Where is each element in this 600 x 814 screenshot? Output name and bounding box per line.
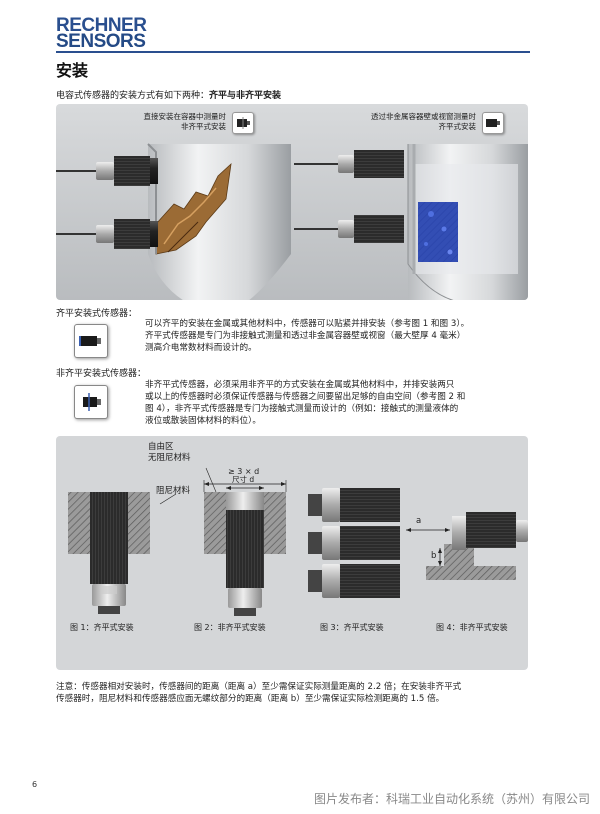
nonflush-line1: 非齐平式传感器，必须采用非齐平的方式安装在金属或其他材料中，并排安装两只 [145, 380, 455, 390]
left-caption-line1: 直接安装在容器中测量时 [143, 112, 227, 121]
fig3-drawing [308, 488, 400, 598]
company-logo: RECHNER SENSORS [56, 15, 147, 52]
nonflush-line3: 图 4），非齐平式传感器是专门为接触式测量而设计的（例如：接触式的测量液体的 [145, 404, 459, 414]
damping-material-label: 阻尼材料 [156, 486, 191, 496]
note-line2: 传感器时，阻尼材料和传感器感应面无螺纹部分的距离（距离 b）至少需保证实际检测距… [56, 694, 445, 704]
nonflush-description: 非齐平式传感器，必须采用非齐平的方式安装在金属或其他材料中，并排安装两只 或以上… [145, 379, 535, 427]
right-caption-line2: 齐平式安装 [438, 122, 477, 131]
flush-sensor-icon [482, 112, 504, 134]
dim-a-label: a [416, 516, 422, 526]
flush-description: 可以齐平的安装在金属或其他材料中，传感器可以贴紧并排安装（参考图 1 和图 3）… [145, 318, 535, 354]
flush-line3: 测高介电常数材料而设计的。 [145, 343, 257, 353]
nonflush-line4: 液位或散装固体材料的料位）。 [145, 416, 262, 426]
non-flush-sensor-icon [74, 385, 108, 419]
fig4-caption: 图 4：非齐平式安装 [436, 623, 508, 632]
flush-line2: 齐平式传感器是专门为非接触式测量和透过非金属容器壁或视窗（最大壁厚 4 毫米） [145, 331, 466, 341]
fig1-drawing [68, 492, 150, 614]
flush-line1: 可以齐平的安装在金属或其他材料中，传感器可以贴紧并排安装（参考图 1 和图 3）… [145, 319, 470, 329]
right-sensor-lower [294, 215, 404, 243]
left-sensor-upper [56, 156, 158, 186]
left-sensor-lower [56, 219, 158, 249]
fig1-caption: 图 1：齐平式安装 [70, 623, 134, 632]
mounting-diagrams: 自由区 无阻尼材料 阻尼材料 ≥ 3 × d 尺寸 d a b 图 1：齐平式安… [56, 436, 528, 670]
publisher-watermark: 图片发布者：科瑞工业自动化系统（苏州）有限公司 [313, 792, 590, 806]
logo-line-1: RECHNER [56, 15, 147, 36]
dim-d-label: 尺寸 d [232, 475, 255, 484]
intro-text-main: 电容式传感器的安装方式有如下两种： [56, 91, 210, 101]
installation-note: 注意：传感器相对安装时，传感器间的距离（距离 a）至少需保证实际测量距离的 2.… [56, 681, 534, 705]
left-tank [147, 143, 291, 300]
left-caption: 直接安装在容器中测量时 非齐平式安装 [126, 112, 227, 132]
fig2-drawing [159, 467, 287, 616]
right-sensor-upper [294, 150, 404, 178]
nonflush-line2: 或以上的传感器时必须保证传感器与传感器之间要留出足够的自由空间（参考图 2 和 [145, 392, 466, 402]
free-zone-label: 自由区 无阻尼材料 [148, 442, 191, 464]
free-zone-line2: 无阻尼材料 [148, 453, 191, 463]
header-rule [56, 51, 530, 53]
intro-text-bold: 齐平与非齐平安装 [209, 91, 282, 101]
flush-section-label: 齐平安装式传感器： [56, 309, 138, 319]
free-zone-line1: 自由区 [148, 442, 174, 452]
right-caption: 透过非金属容器壁或视窗测量时 齐平式安装 [326, 112, 476, 132]
intro-text: 电容式传感器的安装方式有如下两种：齐平与非齐平安装 [56, 88, 281, 101]
fig2-caption: 图 2：非齐平式安装 [194, 623, 266, 632]
flush-sensor-icon [74, 324, 108, 358]
right-tank [407, 144, 528, 300]
non-flush-sensor-icon [232, 112, 254, 134]
fig4-drawing [406, 512, 528, 580]
installation-illustration: 直接安装在容器中测量时 非齐平式安装 透过非金属容器壁或视窗测量时 齐平式安装 [56, 104, 528, 300]
logo-line-2: SENSORS [56, 31, 146, 52]
dim-b-label: b [431, 551, 437, 561]
right-caption-line1: 透过非金属容器壁或视窗测量时 [371, 112, 476, 121]
page-number: 6 [32, 780, 38, 789]
nonflush-section-label: 非齐平安装式传感器： [56, 369, 147, 379]
fig3-caption: 图 3：齐平式安装 [320, 623, 384, 632]
note-line1: 注意：传感器相对安装时，传感器间的距离（距离 a）至少需保证实际测量距离的 2.… [56, 682, 462, 692]
dim-3xd-label: ≥ 3 × d [228, 467, 260, 476]
page-title: 安装 [56, 61, 89, 80]
left-caption-line2: 非齐平式安装 [181, 122, 226, 131]
